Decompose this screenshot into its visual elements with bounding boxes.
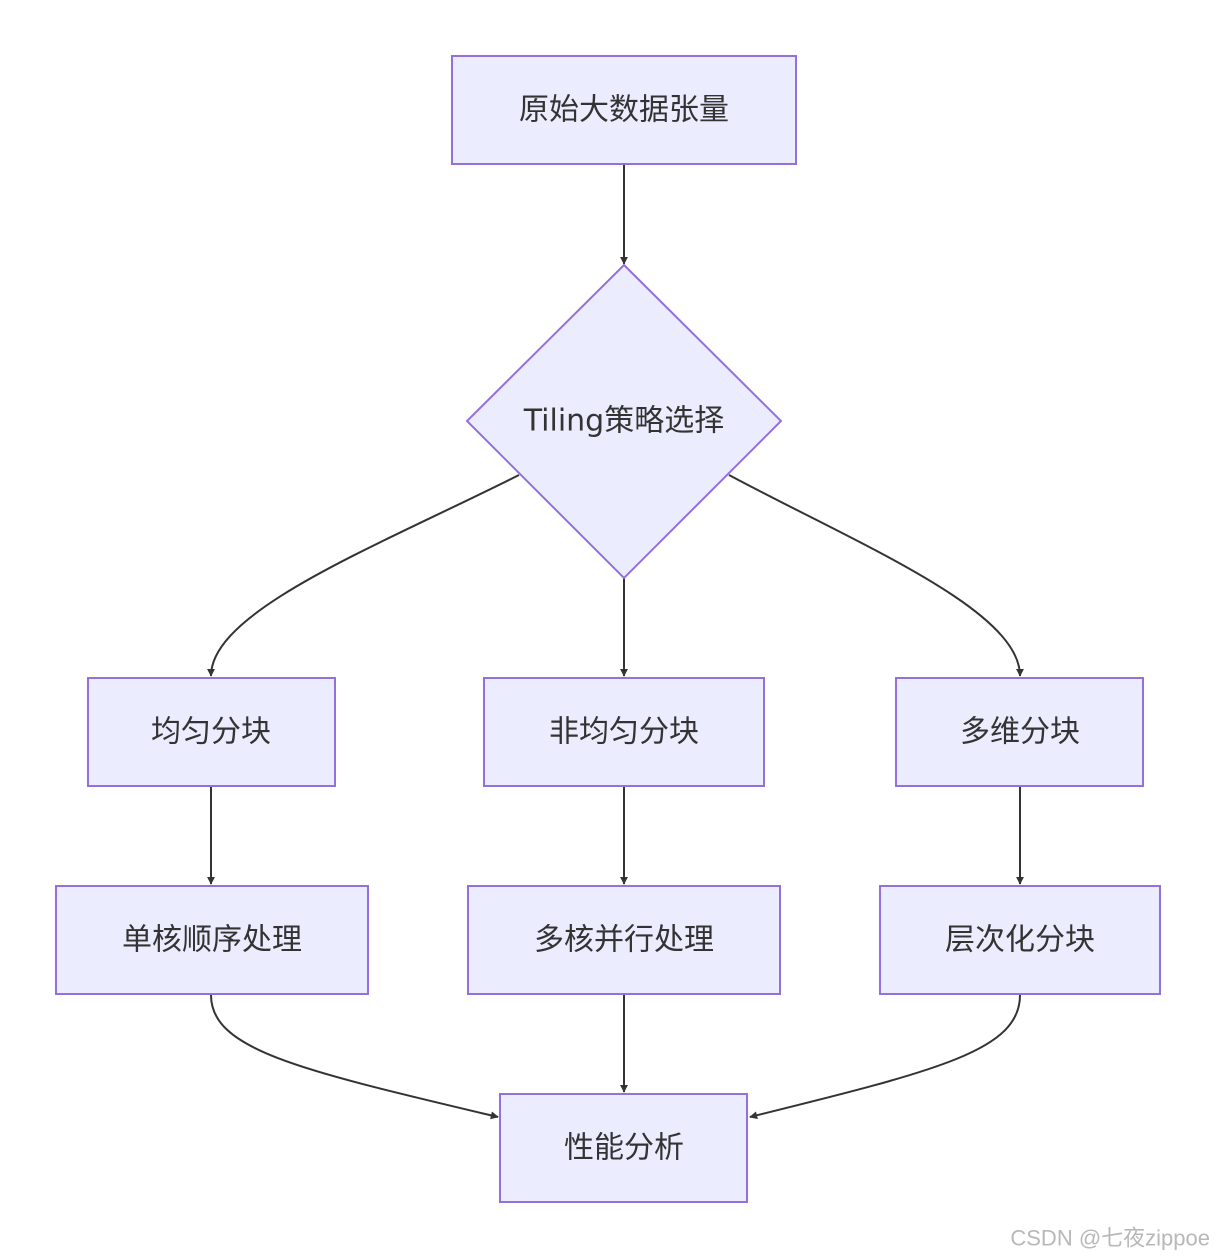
edge-decision-to-multi-dim — [728, 474, 1024, 677]
node-non-uniform-label: 非均匀分块 — [549, 715, 699, 750]
node-source-label: 原始大数据张量 — [519, 93, 729, 128]
node-decision-label: Tiling策略选择 — [523, 404, 724, 439]
node-hierarchical-label: 层次化分块 — [945, 923, 1095, 958]
node-multi-core-label: 多核并行处理 — [534, 923, 714, 958]
edge-single-core-to-perf — [210, 994, 499, 1120]
node-multi-core: 多核并行处理 — [467, 885, 781, 995]
node-uniform-label: 均匀分块 — [151, 715, 271, 750]
edge-hierarchical-to-perf — [749, 994, 1021, 1120]
node-non-uniform: 非均匀分块 — [483, 677, 765, 787]
node-perf-label: 性能分析 — [564, 1131, 684, 1166]
node-uniform: 均匀分块 — [87, 677, 336, 787]
edge-decision-to-uniform — [207, 474, 520, 677]
node-multi-dim: 多维分块 — [895, 677, 1144, 787]
node-single-core-label: 单核顺序处理 — [122, 923, 302, 958]
watermark: CSDN @七夜zippoe — [1010, 1226, 1210, 1251]
node-decision: Tiling策略选择 — [465, 263, 783, 580]
node-hierarchical: 层次化分块 — [879, 885, 1161, 995]
node-perf: 性能分析 — [499, 1093, 748, 1203]
node-source: 原始大数据张量 — [451, 55, 797, 165]
node-multi-dim-label: 多维分块 — [960, 715, 1080, 750]
node-single-core: 单核顺序处理 — [55, 885, 369, 995]
